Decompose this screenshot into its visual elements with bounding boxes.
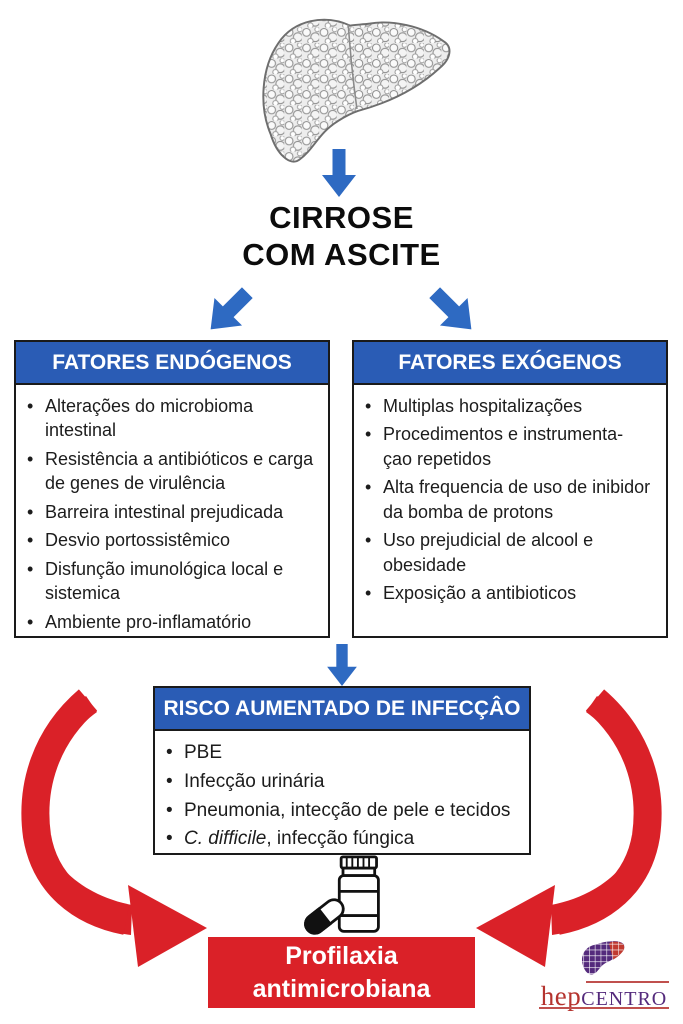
- bullet-icon: •: [27, 448, 34, 469]
- bullet-icon: •: [27, 501, 34, 522]
- arrow-diagonal-left-icon: [185, 267, 273, 355]
- list-item: •Uso prejudicial de alcool e obesidade: [365, 528, 661, 577]
- bullet-icon: •: [365, 583, 372, 604]
- list-item: •Disfunção imunológica local e sistemica: [27, 557, 323, 606]
- list-item: •Infecção urinária: [166, 769, 524, 795]
- main-title: CIRROSE COM ASCITE: [0, 199, 683, 273]
- infection-risk-list: •PBE •Infecção urinária •Pneumonia, inte…: [155, 731, 529, 852]
- bullet-icon: •: [365, 424, 372, 445]
- arrow-down-icon: [322, 149, 356, 197]
- list-item: •Desvio portossistêmico: [27, 528, 323, 552]
- logo-liver-mosaic-icon: [582, 941, 625, 975]
- list-item: •Multiplas hospitalizações: [365, 394, 661, 418]
- bullet-icon: •: [27, 530, 34, 551]
- bullet-icon: •: [365, 396, 372, 416]
- title-line-2: COM ASCITE: [242, 237, 441, 272]
- bullet-icon: •: [166, 742, 173, 763]
- logo-centro-text: centro: [581, 988, 668, 1010]
- title-line-1: CIRROSE: [269, 200, 414, 235]
- pill-bottle-icon: [304, 855, 380, 935]
- bullet-icon: •: [365, 477, 372, 498]
- infection-risk-header: RISCO AUMENTADO DE INFECÇÂO: [155, 688, 529, 731]
- hepcentro-logo: hepcentro: [537, 938, 671, 1016]
- list-item: •Ambiente pro-inflamatório: [27, 610, 323, 634]
- list-item: •Resistência a antibióticos e carga de g…: [27, 447, 323, 496]
- outcome-line-1: Profilaxia: [285, 941, 398, 970]
- italic-species-name: C. difficile: [184, 828, 267, 850]
- list-item: •Procedimentos e instrumenta- çao repeti…: [365, 422, 661, 471]
- bullet-icon: •: [27, 611, 34, 632]
- prophylaxis-outcome-box: Profilaxia antimicrobiana: [208, 937, 475, 1008]
- exogenous-factors-header: FATORES EXÓGENOS: [354, 342, 666, 385]
- endogenous-factors-box: FATORES ENDÓGENOS •Alterações do microbi…: [14, 340, 330, 638]
- endogenous-factors-list: •Alterações do microbioma intestinal •Re…: [16, 385, 328, 634]
- endogenous-factors-header: FATORES ENDÓGENOS: [16, 342, 328, 385]
- list-item: •Barreira intestinal prejudicada: [27, 500, 323, 524]
- bullet-icon: •: [166, 770, 173, 792]
- list-item: •Exposição a antibioticos: [365, 581, 661, 605]
- exogenous-factors-box: FATORES EXÓGENOS •Multiplas hospitalizaç…: [352, 340, 668, 638]
- outcome-line-2: antimicrobiana: [252, 974, 431, 1003]
- list-item: •C. difficile, infecção fúngica: [166, 826, 524, 852]
- infection-risk-box: RISCO AUMENTADO DE INFECÇÂO •PBE •Infecç…: [153, 686, 531, 855]
- logo-hep-text: hep: [540, 981, 582, 1011]
- bullet-icon: •: [365, 530, 372, 551]
- list-item: •Alterações do microbioma intestinal: [27, 394, 323, 443]
- bullet-icon: •: [27, 558, 34, 579]
- list-item: •Pneumonia, intecção de pele e tecidos: [166, 798, 524, 824]
- logo-wordmark: hepcentro: [538, 978, 670, 1016]
- bullet-icon: •: [166, 828, 173, 850]
- list-item: •Alta frequencia de uso de inibidor da b…: [365, 475, 661, 524]
- arrow-down-icon: [327, 644, 357, 686]
- arrow-diagonal-right-icon: [409, 267, 497, 355]
- exogenous-factors-list: •Multiplas hospitalizações •Procedimento…: [354, 385, 666, 606]
- cirrhotic-liver-illustration: [262, 18, 451, 163]
- bullet-icon: •: [27, 396, 34, 416]
- bullet-icon: •: [166, 799, 173, 821]
- list-item: •PBE: [166, 740, 524, 766]
